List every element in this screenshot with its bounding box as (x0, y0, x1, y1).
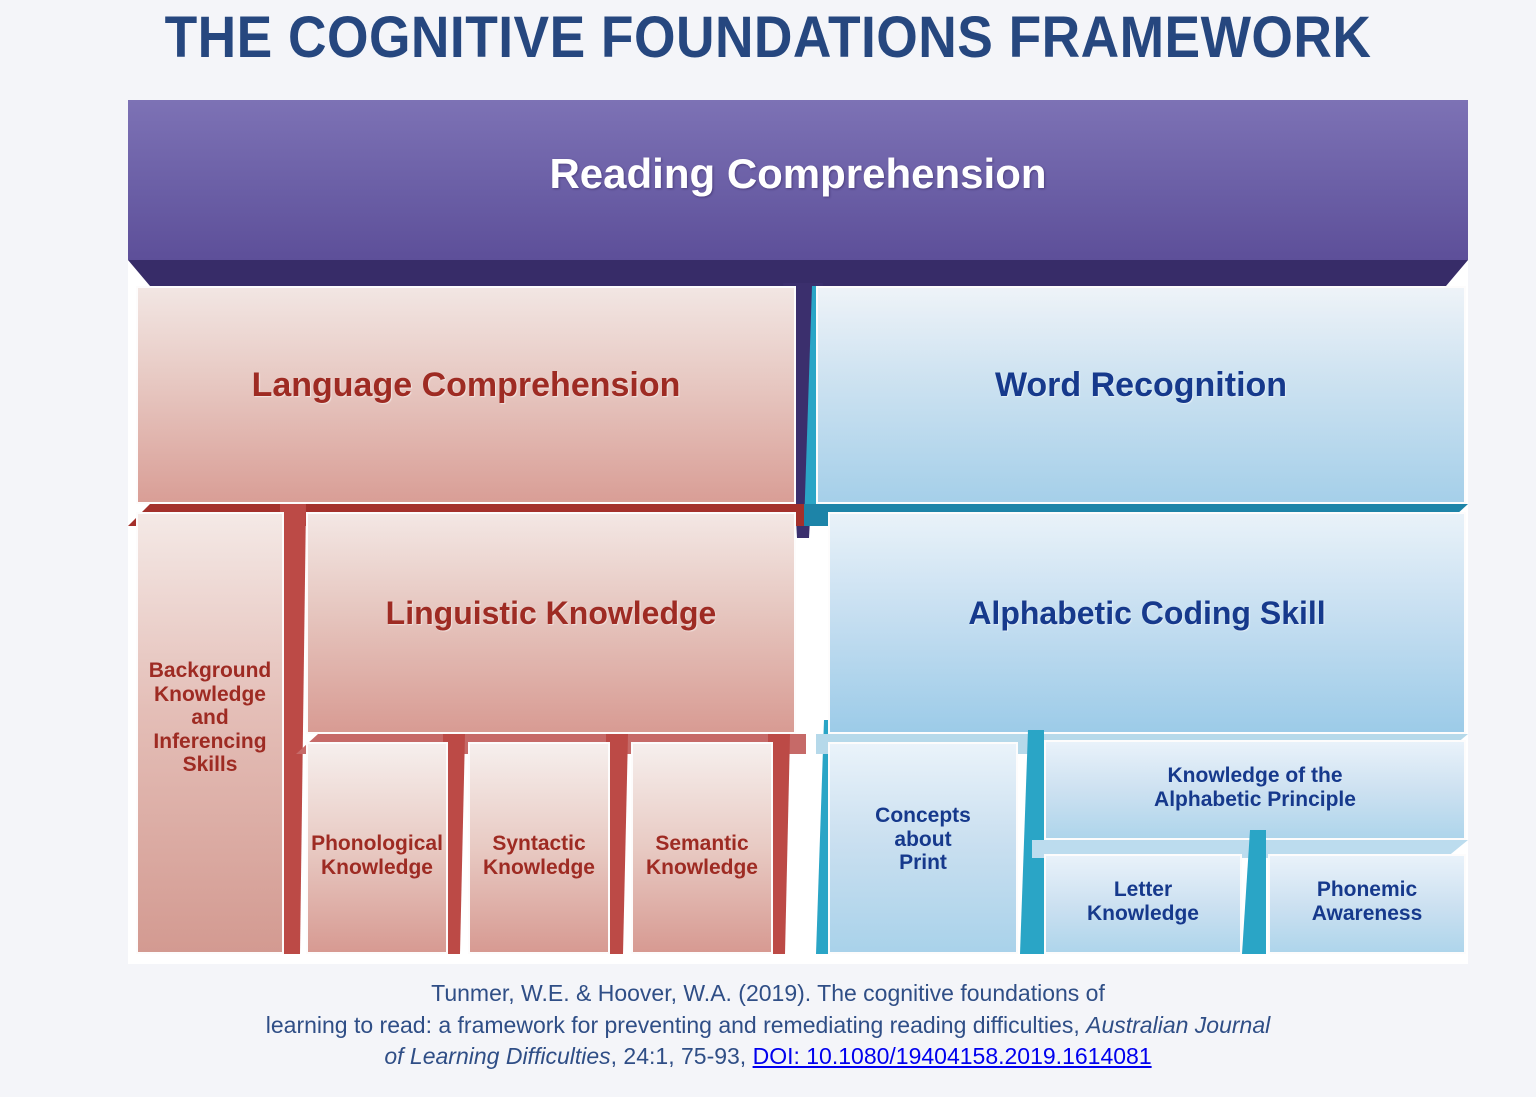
citation-journal-part-1: Australian Journal (1086, 1011, 1271, 1038)
node-concepts-about-print: Concepts about Print (828, 742, 1018, 954)
linguistic-knowledge-connector-2 (606, 734, 628, 954)
node-syntactic-knowledge-label: Syntactic Knowledge (482, 832, 595, 879)
citation-journal-part-2: of Learning Difficulties (384, 1043, 611, 1070)
citation-line-2: learning to read: a framework for preven… (0, 1010, 1536, 1042)
node-linguistic-knowledge: Linguistic Knowledge (306, 512, 796, 734)
node-alphabetic-coding-skill: Alphabetic Coding Skill (828, 512, 1466, 734)
node-reading-comprehension-label: Reading Comprehension (549, 150, 1047, 197)
node-word-recognition: Word Recognition (816, 286, 1466, 504)
citation-line-2-text: learning to read: a framework for preven… (265, 1011, 1087, 1038)
node-syntactic-knowledge: Syntactic Knowledge (468, 742, 610, 954)
node-letter-knowledge-label: Letter Knowledge (1086, 878, 1199, 925)
linguistic-knowledge-connector-3 (768, 734, 790, 954)
node-linguistic-knowledge-label: Linguistic Knowledge (385, 595, 717, 631)
node-phonemic-awareness-label: Phonemic Awareness (1311, 878, 1423, 925)
node-background-knowledge: Background Knowledge and Inferencing Ski… (136, 512, 284, 954)
reading-comprehension-bevel (128, 260, 1468, 286)
doi-link[interactable]: DOI: 10.1080/19404158.2019.1614081 (752, 1043, 1152, 1070)
node-phonological-knowledge-label: Phonological Knowledge (311, 832, 443, 879)
framework-diagram: Reading Comprehension Language Comprehen… (128, 100, 1468, 964)
linguistic-knowledge-connector-1 (443, 734, 465, 954)
node-reading-comprehension: Reading Comprehension (128, 100, 1468, 260)
citation-line-3: of Learning Difficulties, 24:1, 75-93, D… (0, 1041, 1536, 1073)
node-knowledge-alphabetic-principle: Knowledge of the Alphabetic Principle (1044, 740, 1466, 840)
node-phonological-knowledge: Phonological Knowledge (306, 742, 448, 954)
node-language-comprehension: Language Comprehension (136, 286, 796, 504)
citation: Tunmer, W.E. & Hoover, W.A. (2019). The … (0, 978, 1536, 1073)
citation-line-1: Tunmer, W.E. & Hoover, W.A. (2019). The … (431, 980, 1105, 1006)
node-word-recognition-label: Word Recognition (994, 366, 1288, 404)
node-letter-knowledge: Letter Knowledge (1044, 854, 1242, 954)
node-phonemic-awareness: Phonemic Awareness (1268, 854, 1466, 954)
citation-volume-pages: , 24:1, 75-93, (610, 1043, 753, 1070)
node-background-knowledge-label: Background Knowledge and Inferencing Ski… (148, 659, 272, 777)
page-title: THE COGNITIVE FOUNDATIONS FRAMEWORK (164, 5, 1372, 70)
node-semantic-knowledge-label: Semantic Knowledge (645, 832, 758, 879)
node-language-comprehension-label: Language Comprehension (251, 366, 681, 404)
node-alphabetic-coding-skill-label: Alphabetic Coding Skill (968, 595, 1326, 631)
node-semantic-knowledge: Semantic Knowledge (631, 742, 773, 954)
node-knowledge-alphabetic-principle-label: Knowledge of the Alphabetic Principle (1154, 764, 1356, 811)
node-concepts-about-print-label: Concepts about Print (875, 804, 971, 875)
